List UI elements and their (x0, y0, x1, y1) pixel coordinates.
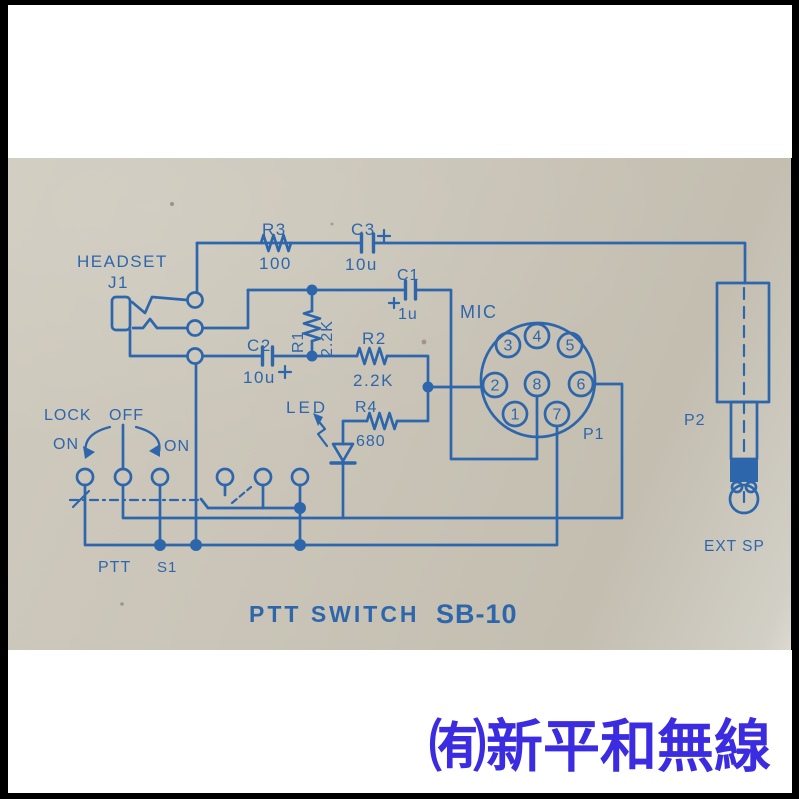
mic-pin-6: 6 (577, 377, 586, 394)
paper-specks (120, 202, 427, 606)
svg-text:10u: 10u (345, 255, 378, 274)
svg-text:R3: R3 (262, 220, 287, 239)
mic-label: MIC (460, 302, 498, 322)
top-matte (8, 5, 792, 158)
svg-text:2.2K: 2.2K (353, 371, 394, 390)
capacitor-c2: C2 10u (243, 336, 293, 387)
arrow-left-icon (83, 446, 95, 459)
svg-text:680: 680 (356, 433, 386, 450)
ext-sp-label: EXT SP (704, 538, 765, 555)
headset-label: HEADSET (77, 252, 168, 271)
resistor-r4: R4 680 (355, 399, 399, 450)
s1-label: S1 (157, 559, 177, 576)
svg-text:2.2K: 2.2K (319, 320, 336, 357)
headset-jack: HEADSET J1 (77, 252, 204, 365)
mic-pin-7: 7 (553, 407, 562, 424)
mic-pin-8: 8 (533, 377, 542, 394)
schematic-svg: HEADSET J1 R3 100 C3 10u C1 1u (44, 202, 771, 629)
svg-text:10u: 10u (243, 368, 276, 387)
ptt-switch: LOCK OFF ON ON PTT S1 (44, 407, 310, 576)
lock-label: LOCK (44, 407, 92, 424)
p1-label: P1 (583, 426, 605, 443)
bottom-matte (8, 650, 792, 793)
off-label: OFF (109, 407, 144, 424)
wires (68, 241, 747, 547)
resistor-r1: R1 2.2K (290, 309, 336, 357)
mic-pin-1: 1 (511, 407, 520, 424)
svg-text:1u: 1u (398, 306, 418, 323)
svg-text:100: 100 (259, 254, 292, 273)
svg-text:C1: C1 (397, 267, 419, 284)
svg-text:C3: C3 (351, 220, 376, 239)
svg-text:R1: R1 (290, 331, 307, 353)
led-diode: LED (286, 398, 357, 465)
svg-text:C2: C2 (247, 336, 272, 355)
capacitor-c1: C1 1u (387, 267, 419, 323)
svg-text:R2: R2 (362, 329, 387, 348)
title-model: SB-10 (436, 599, 518, 629)
mic-pin-5: 5 (566, 338, 575, 355)
resistor-r2: R2 2.2K (353, 329, 394, 390)
mic-pin-4: 4 (533, 329, 542, 346)
diagram-title: PTT SWITCH SB-10 (249, 599, 518, 629)
ext-speaker-plug: P2 EXT SP (684, 281, 771, 555)
mic-pin-2: 2 (491, 378, 500, 395)
mic-connector: 3 4 5 2 8 6 1 7 MIC P1 (460, 302, 605, 443)
junction-dots (154, 284, 434, 551)
p2-label: P2 (684, 412, 706, 429)
on-right-label: ON (164, 438, 190, 455)
resistor-r3: R3 100 (259, 220, 293, 273)
title-main: PTT SWITCH (249, 601, 420, 627)
svg-text:R4: R4 (355, 399, 377, 416)
ptt-label: PTT (98, 559, 131, 576)
capacitor-c3: C3 10u (345, 220, 392, 274)
svg-text:LED: LED (286, 398, 328, 417)
company-name: ㈲新平和無線 (429, 715, 771, 779)
j1-label: J1 (108, 273, 129, 292)
on-left-label: ON (53, 436, 79, 453)
mic-pin-3: 3 (504, 338, 513, 355)
arrow-right-icon (149, 444, 160, 457)
schematic-photo: HEADSET J1 R3 100 C3 10u C1 1u (8, 158, 791, 650)
